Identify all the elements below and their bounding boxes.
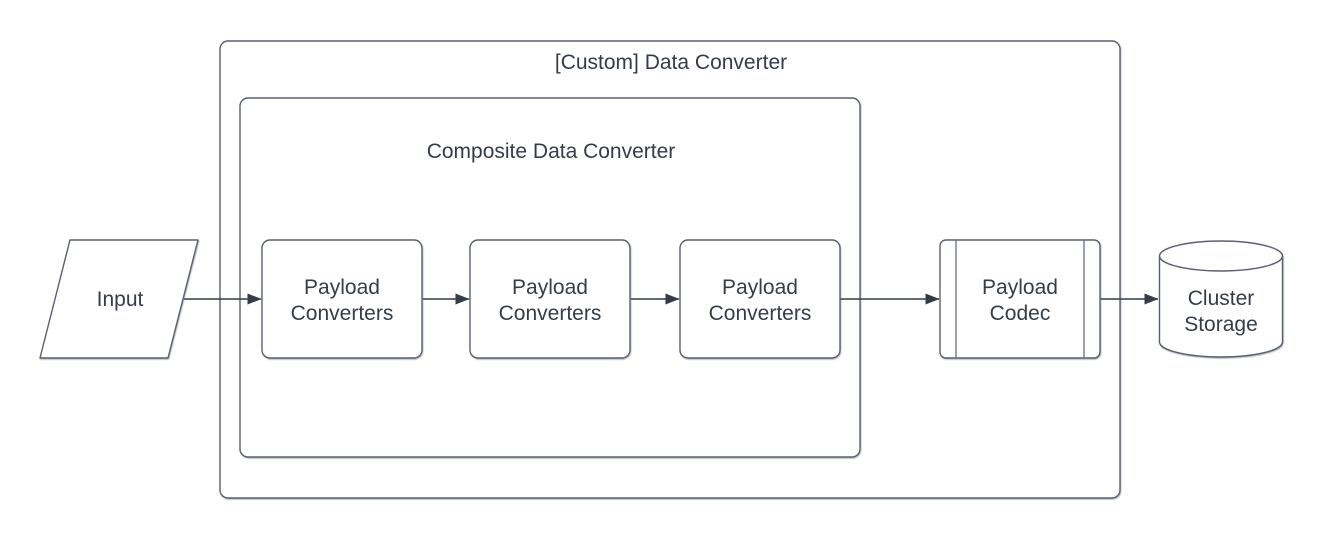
cluster-storage-label-line1: Cluster bbox=[1188, 287, 1255, 310]
cluster-storage-label-line2: Storage bbox=[1184, 313, 1258, 336]
payload-codec-label-line2: Codec bbox=[990, 302, 1051, 325]
payload-converters-2-node: Payload Converters bbox=[469, 239, 631, 359]
payload-converters-2-label-line2: Converters bbox=[499, 302, 602, 325]
payload-converters-3-node: Payload Converters bbox=[679, 239, 841, 359]
payload-converters-1-node: Payload Converters bbox=[261, 239, 423, 359]
payload-converters-3-shape bbox=[679, 239, 841, 359]
payload-converters-2-shape bbox=[469, 239, 631, 359]
custom-data-converter-label: [Custom] Data Converter bbox=[555, 51, 787, 74]
input-shape bbox=[39, 239, 199, 359]
input-node: Input bbox=[39, 239, 199, 359]
composite-data-converter-label: Composite Data Converter bbox=[427, 140, 676, 163]
payload-codec-label-line1: Payload bbox=[982, 276, 1058, 299]
input-label: Input bbox=[97, 288, 144, 311]
payload-converters-3-label-line2: Converters bbox=[709, 302, 812, 325]
payload-converters-1-shape bbox=[261, 239, 423, 359]
payload-converters-2-label-line1: Payload bbox=[512, 276, 588, 299]
payload-converters-1-label-line1: Payload bbox=[304, 276, 380, 299]
payload-codec-node: Payload Codec bbox=[939, 239, 1101, 359]
payload-converters-3-label-line1: Payload bbox=[722, 276, 798, 299]
payload-converters-1-label-line2: Converters bbox=[291, 302, 394, 325]
cluster-storage-top-ellipse bbox=[1158, 255, 1284, 272]
cluster-storage-node: Cluster Storage bbox=[1158, 240, 1284, 358]
cluster-storage-body bbox=[1158, 240, 1284, 358]
payload-codec-shape bbox=[939, 239, 1101, 359]
